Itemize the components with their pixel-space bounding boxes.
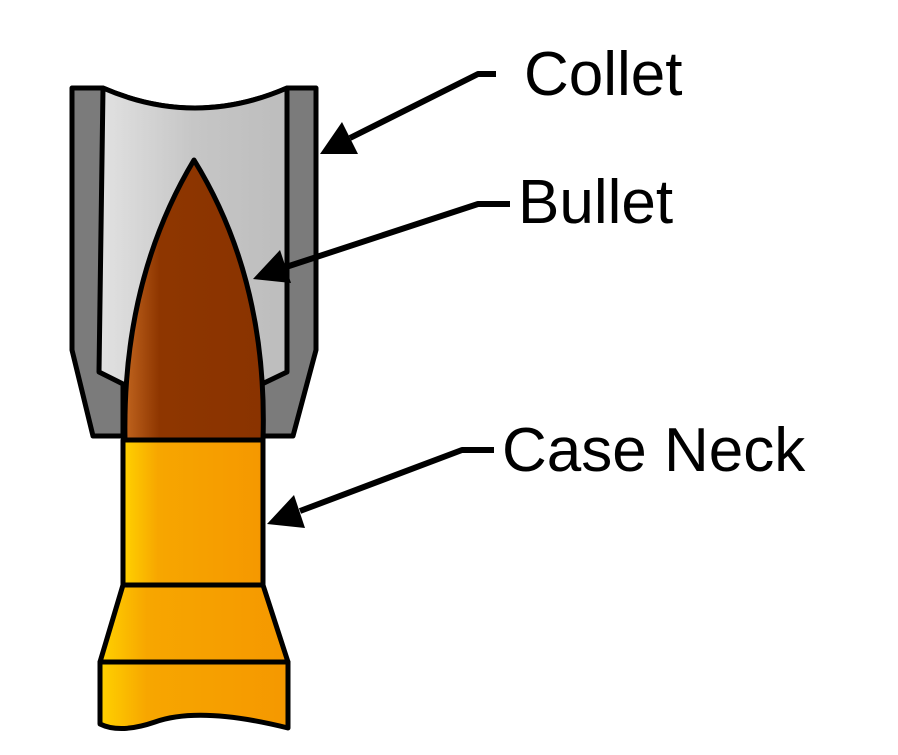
case-shoulder xyxy=(97,582,291,665)
collet-label: Collet xyxy=(524,40,683,109)
case-body xyxy=(97,659,291,731)
case-neck xyxy=(120,437,266,588)
case-neck-label: Case Neck xyxy=(502,416,806,485)
collet-leader-arrow xyxy=(320,71,496,154)
bullet-label: Bullet xyxy=(518,168,674,237)
case-neck-leader-arrow xyxy=(267,447,494,528)
bullet xyxy=(122,157,266,443)
bullet-leader-arrow xyxy=(253,201,510,283)
